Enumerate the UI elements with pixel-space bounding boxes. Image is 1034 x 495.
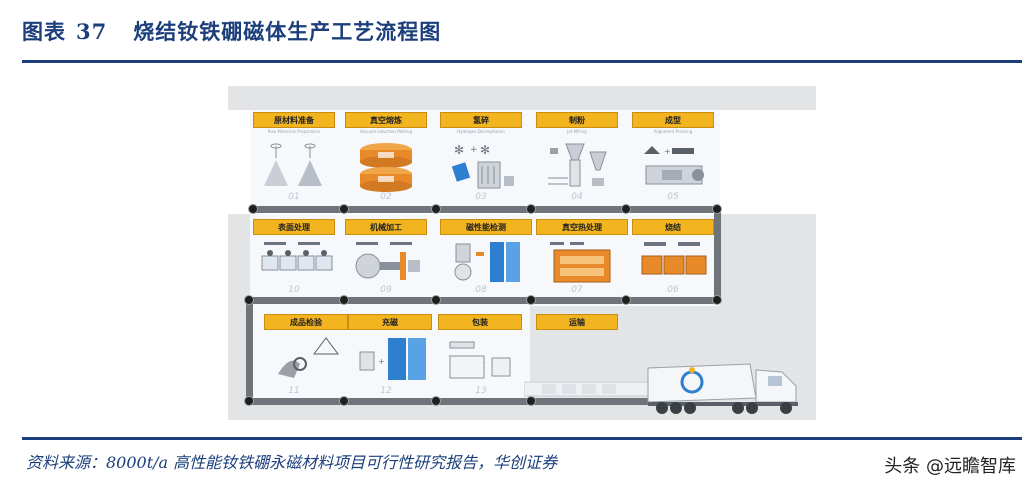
- stage-number: 07: [571, 285, 583, 295]
- stage-number: 10: [288, 285, 300, 295]
- alignment-pressing-illustration: +: [644, 146, 704, 185]
- track-row-3: [246, 398, 650, 405]
- stage-number: 04: [571, 192, 583, 202]
- track-node: [712, 204, 722, 214]
- stage-sub-vacuum-melting: Vacuum Induction Melting: [359, 129, 412, 134]
- machining-illustration: [355, 242, 420, 280]
- track-node: [248, 204, 258, 214]
- packaging-illustration: [448, 341, 511, 379]
- track-node: [431, 204, 441, 214]
- stage-label-packaging: 包装: [438, 314, 522, 330]
- watermark: 头条 @远瞻智库: [884, 456, 1016, 477]
- stage-label-pressing: 成型: [632, 112, 714, 128]
- stage-label-magnetizing: 充磁: [348, 314, 432, 330]
- magnetic-test-illustration: [454, 242, 520, 282]
- stage-label-transport: 运输: [536, 314, 618, 330]
- svg-text:✻: ✻: [480, 143, 490, 157]
- track-right: [714, 206, 721, 304]
- track-node: [339, 295, 349, 305]
- heat-treatment-illustration: [550, 242, 611, 283]
- svg-text:✻: ✻: [454, 143, 464, 157]
- stage-label-hydrogen: 氢碎: [440, 112, 522, 128]
- inspection-illustration: [278, 337, 339, 378]
- track-node: [621, 204, 631, 214]
- stage-sub-raw-materials: Raw Materials Preparation: [267, 129, 321, 134]
- stage-label-magnetic-test: 磁性能检测: [440, 219, 532, 235]
- track-node: [621, 295, 631, 305]
- stage-label-milling: 制粉: [536, 112, 618, 128]
- track-node: [339, 204, 349, 214]
- stage-sub-pressing: Alignment Pressing: [653, 129, 693, 134]
- bottom-rule: [22, 437, 1022, 440]
- stage-number: 13: [475, 386, 487, 396]
- stage-number: 06: [667, 285, 679, 295]
- figure-label: 图表: [22, 19, 66, 44]
- figure-title-text: 烧结钕铁硼磁体生产工艺流程图: [133, 19, 442, 44]
- track-left: [246, 297, 253, 405]
- figure-number: 37: [76, 19, 108, 44]
- source-note: 资料来源：8000t/a 高性能钕铁硼永磁材料项目可行性研究报告，华创证券: [26, 453, 558, 472]
- hydrogen-decrepitation-illustration: ✻ + ✻: [451, 143, 514, 189]
- magnetizing-illustration: +: [359, 338, 426, 380]
- track-node: [526, 204, 536, 214]
- svg-text:+: +: [378, 357, 385, 366]
- track-node: [712, 295, 722, 305]
- stage-number: 01: [288, 192, 300, 202]
- svg-text:+: +: [664, 147, 671, 156]
- track-node: [431, 295, 441, 305]
- top-rule: [22, 60, 1022, 63]
- stage-label-raw-materials: 原材料准备: [253, 112, 335, 128]
- sintering-illustration: [641, 242, 707, 275]
- track-node: [244, 295, 254, 305]
- track-node: [339, 396, 349, 406]
- stage-label-surface: 表面处理: [253, 219, 335, 235]
- stage-sub-hydrogen: Hydrogen Decrepitation: [457, 129, 505, 134]
- stage-number: 03: [475, 192, 487, 202]
- jet-milling-illustration: [548, 143, 607, 187]
- track-node: [244, 396, 254, 406]
- svg-text:+: +: [470, 145, 478, 155]
- stage-number: 12: [380, 386, 392, 396]
- stage-label-inspection: 成品检验: [264, 314, 348, 330]
- track-row-2: [246, 297, 720, 304]
- stage-sub-milling: Jet Milling: [567, 129, 587, 134]
- track-node: [526, 295, 536, 305]
- track-node: [431, 396, 441, 406]
- stage-number: 02: [380, 192, 392, 202]
- process-flow-diagram: 原材料准备 Raw Materials Preparation 真空熔炼 Vac…: [228, 86, 816, 420]
- stage-number: 09: [380, 285, 392, 295]
- stage-label-heat-treatment: 真空热处理: [536, 219, 628, 235]
- raw-materials-illustration: [264, 143, 322, 186]
- surface-treatment-illustration: [261, 242, 333, 271]
- track-row-1: [250, 206, 720, 213]
- stage-number: 08: [475, 285, 487, 295]
- stage-number: 11: [288, 386, 300, 396]
- stage-label-vacuum-melting: 真空熔炼: [345, 112, 427, 128]
- stage-label-machining: 机械加工: [345, 219, 427, 235]
- transport-truck: [524, 363, 798, 414]
- stage-label-sintering: 烧结: [632, 219, 714, 235]
- figure-title: 图表 37 烧结钕铁硼磁体生产工艺流程图: [22, 16, 441, 46]
- vacuum-melting-illustration: [360, 143, 412, 192]
- stage-number: 05: [667, 192, 679, 202]
